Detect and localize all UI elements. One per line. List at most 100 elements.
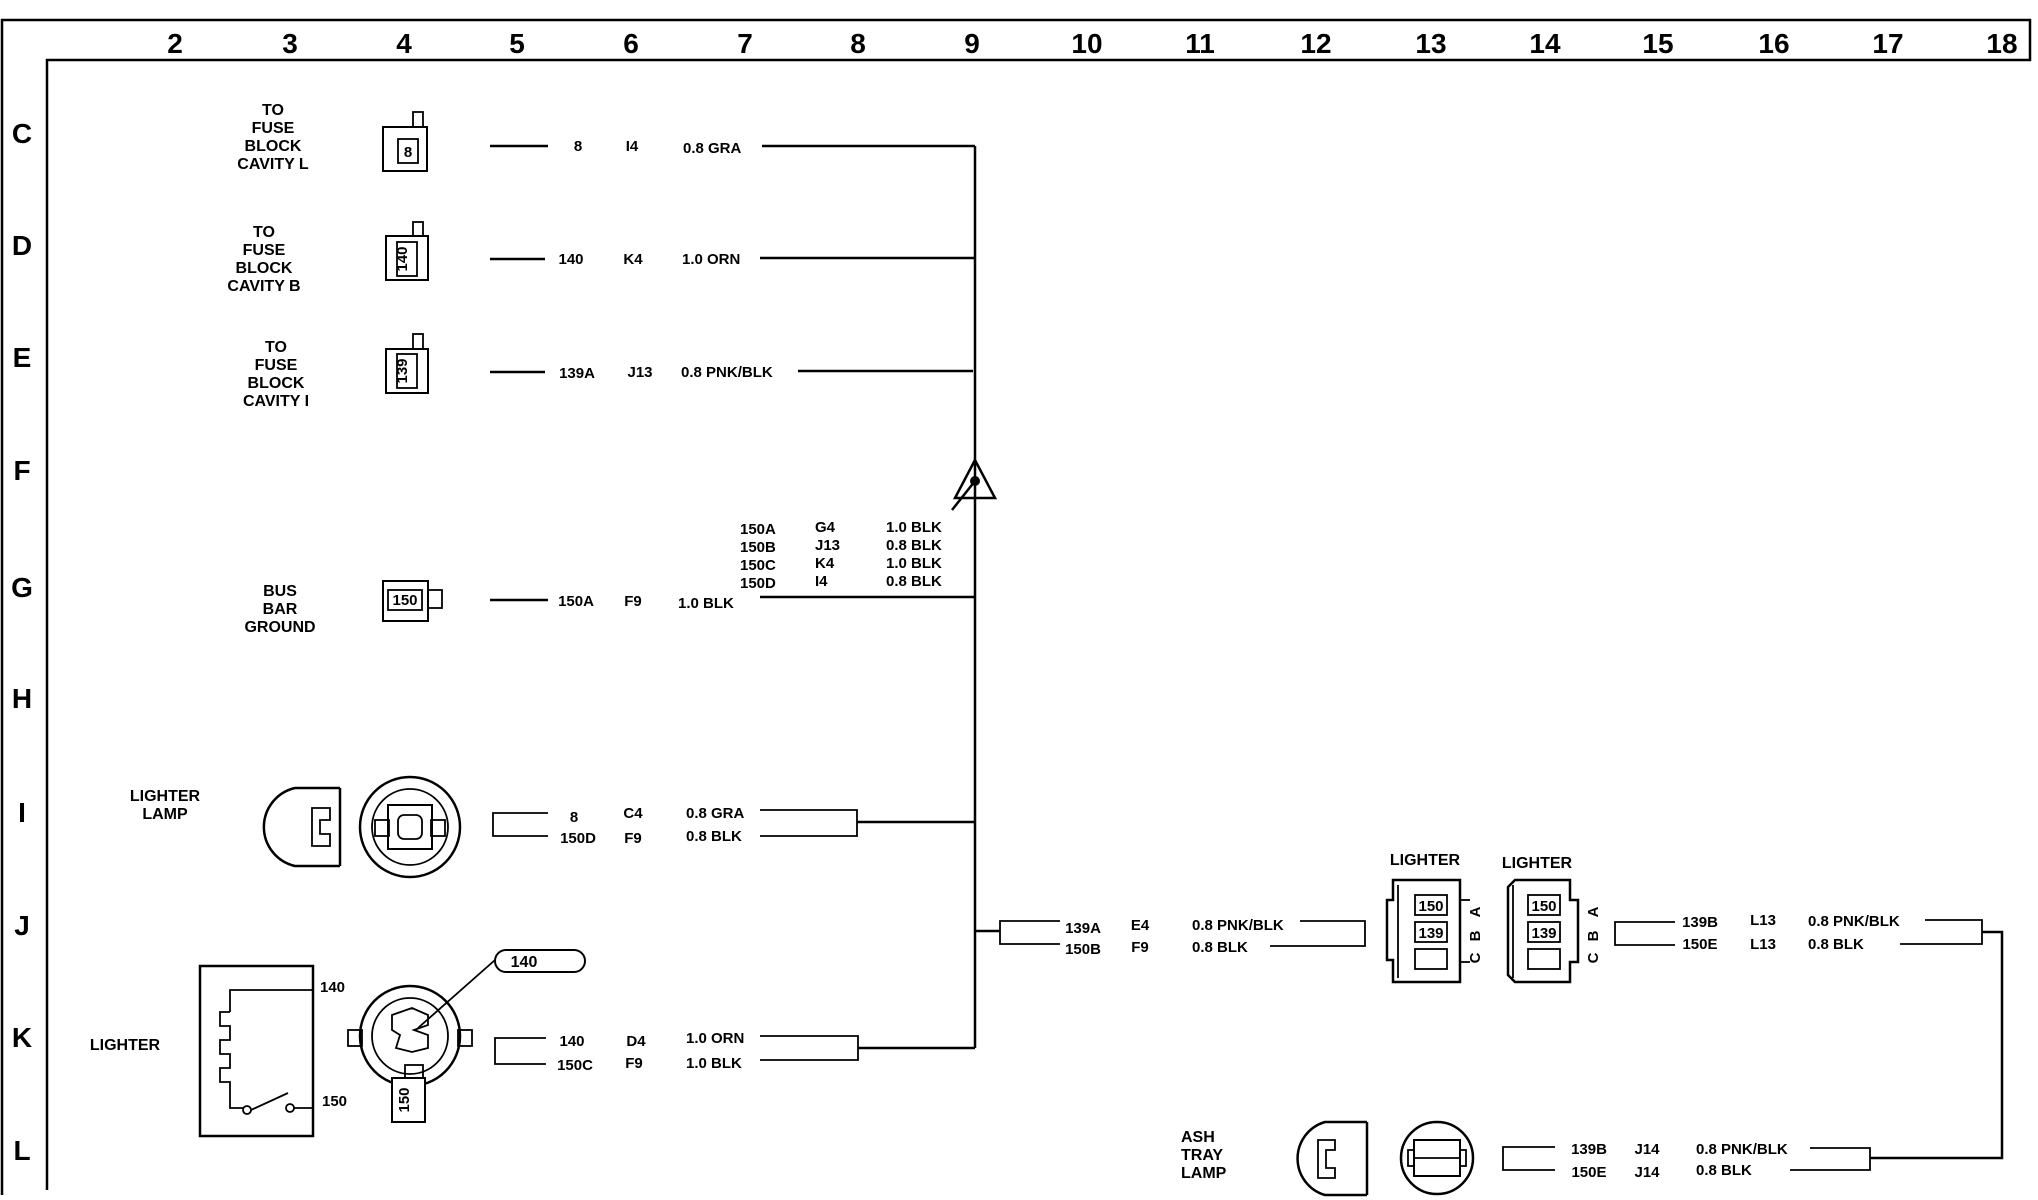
terminal-label: 150 — [322, 1093, 347, 1110]
circuit-id: 150C — [557, 1057, 593, 1074]
ash-tray-lamp-socket — [1399, 1120, 1475, 1196]
row-label: D — [12, 230, 32, 261]
col-label: 16 — [1758, 28, 1789, 59]
col-label: 15 — [1642, 28, 1673, 59]
location-code: F9 — [625, 1055, 643, 1072]
row-label: C — [12, 118, 32, 149]
svg-text:J13: J13 — [815, 537, 840, 554]
svg-text:TO: TO — [262, 102, 284, 119]
svg-text:150A: 150A — [740, 521, 776, 538]
location-code: J13 — [627, 364, 652, 381]
pin-letter: B — [1467, 930, 1484, 941]
pin-letter: A — [1585, 906, 1602, 917]
pin-label: 150 — [1531, 898, 1556, 915]
fuse-connector-b: 140 — [385, 221, 429, 281]
row-label: L — [13, 1135, 30, 1166]
wire-label: 0.8 PNK/BLK — [1808, 913, 1900, 930]
pin-label: 139 — [394, 358, 411, 383]
fuse-cavity-i-label: TO FUSE BLOCK CAVITY I — [243, 339, 309, 410]
svg-text:0.8 BLK: 0.8 BLK — [886, 537, 942, 554]
lighter-lamp-bulb — [262, 786, 342, 868]
svg-text:150D: 150D — [740, 575, 776, 592]
lighter-lamp-socket — [358, 775, 462, 879]
wire-label: 0.8 PNK/BLK — [681, 364, 773, 381]
location-code: J14 — [1634, 1141, 1660, 1158]
svg-text:I4: I4 — [815, 573, 828, 590]
col-label: 12 — [1300, 28, 1331, 59]
svg-text:BAR: BAR — [263, 601, 298, 618]
circuit-id: 139B — [1571, 1141, 1607, 1158]
col-label: 10 — [1071, 28, 1102, 59]
col-label: 2 — [167, 28, 183, 59]
ash-tray-lamp-label: ASH TRAY LAMP — [1181, 1129, 1227, 1182]
svg-text:FUSE: FUSE — [243, 242, 286, 259]
location-code: J14 — [1634, 1164, 1660, 1181]
row-label: G — [11, 572, 33, 603]
svg-text:LAMP: LAMP — [142, 806, 188, 823]
frame — [0, 18, 2032, 1195]
terminal-label: 140 — [320, 979, 345, 996]
lighter-label: LIGHTER — [90, 1037, 161, 1054]
pin-label: 150 — [396, 1087, 413, 1112]
lighter-socket: 150 140 — [347, 949, 586, 1123]
svg-text:CAVITY B: CAVITY B — [227, 278, 300, 295]
wire-label: 0.8 GRA — [686, 805, 745, 822]
col-label: 5 — [509, 28, 525, 59]
col-label: 13 — [1415, 28, 1446, 59]
svg-text:150C: 150C — [740, 557, 776, 574]
fuse-connector-i: 139 — [385, 333, 429, 394]
wire-label: 0.8 BLK — [1808, 936, 1864, 953]
wire-label: 0.8 PNK/BLK — [1696, 1141, 1788, 1158]
wire-label: 0.8 GRA — [683, 140, 742, 157]
svg-text:LIGHTER: LIGHTER — [130, 788, 201, 805]
svg-text:1.0 BLK: 1.0 BLK — [886, 555, 942, 572]
pin-label: 8 — [404, 144, 412, 161]
row-label: K — [12, 1022, 32, 1053]
wire-label: 1.0 ORN — [682, 251, 740, 268]
circuit-id: 139A — [559, 365, 595, 382]
circuit-id: 139A — [1065, 920, 1101, 937]
svg-text:0.8 BLK: 0.8 BLK — [886, 573, 942, 590]
row-label: F — [13, 455, 30, 486]
svg-text:GROUND: GROUND — [244, 619, 315, 636]
circuit-id: 140 — [558, 251, 583, 268]
circuit-id: 150D — [560, 830, 596, 847]
col-label: 18 — [1986, 28, 2017, 59]
circuit-id: 8 — [574, 138, 582, 155]
pin-letter: B — [1585, 930, 1602, 941]
col-label: 8 — [850, 28, 866, 59]
pin-letter: C — [1467, 952, 1484, 963]
svg-text:BLOCK: BLOCK — [248, 375, 305, 392]
callout-label: 140 — [511, 954, 538, 971]
location-code: D4 — [626, 1033, 646, 1050]
col-label: 7 — [737, 28, 753, 59]
location-code: F9 — [1131, 939, 1149, 956]
bus-bar-ground-label: BUS BAR GROUND — [244, 583, 315, 636]
svg-text:FUSE: FUSE — [255, 357, 298, 374]
svg-text:BLOCK: BLOCK — [245, 138, 302, 155]
svg-text:LAMP: LAMP — [1181, 1165, 1227, 1182]
location-code: F9 — [624, 593, 642, 610]
fuse-cavity-l-label: TO FUSE BLOCK CAVITY L — [237, 102, 309, 173]
location-code: K4 — [623, 251, 643, 268]
circuit-id: 139B — [1682, 914, 1718, 931]
col-label: 17 — [1872, 28, 1903, 59]
svg-text:150B: 150B — [740, 539, 776, 556]
svg-text:FUSE: FUSE — [252, 120, 295, 137]
lighter-connector-a-label: LIGHTER — [1390, 852, 1461, 869]
col-label: 9 — [964, 28, 980, 59]
svg-text:CAVITY I: CAVITY I — [243, 393, 309, 410]
row-label: H — [12, 683, 32, 714]
row-label: J — [14, 910, 30, 941]
location-code: L13 — [1750, 912, 1776, 929]
fuse-cavity-b-label: TO FUSE BLOCK CAVITY B — [227, 224, 300, 295]
svg-text:ASH: ASH — [1181, 1129, 1215, 1146]
row-label: I — [18, 797, 26, 828]
circuit-id: 140 — [559, 1033, 584, 1050]
lighter-connector-b: 150 139 A B C — [1506, 878, 1602, 984]
wire-label: 1.0 BLK — [678, 595, 734, 612]
circuit-id: 150E — [1571, 1164, 1606, 1181]
svg-text:1.0 BLK: 1.0 BLK — [886, 519, 942, 536]
col-label: 4 — [396, 28, 412, 59]
column-labels: 2 3 4 5 6 7 8 9 10 11 12 13 14 15 16 17 … — [167, 28, 2017, 59]
